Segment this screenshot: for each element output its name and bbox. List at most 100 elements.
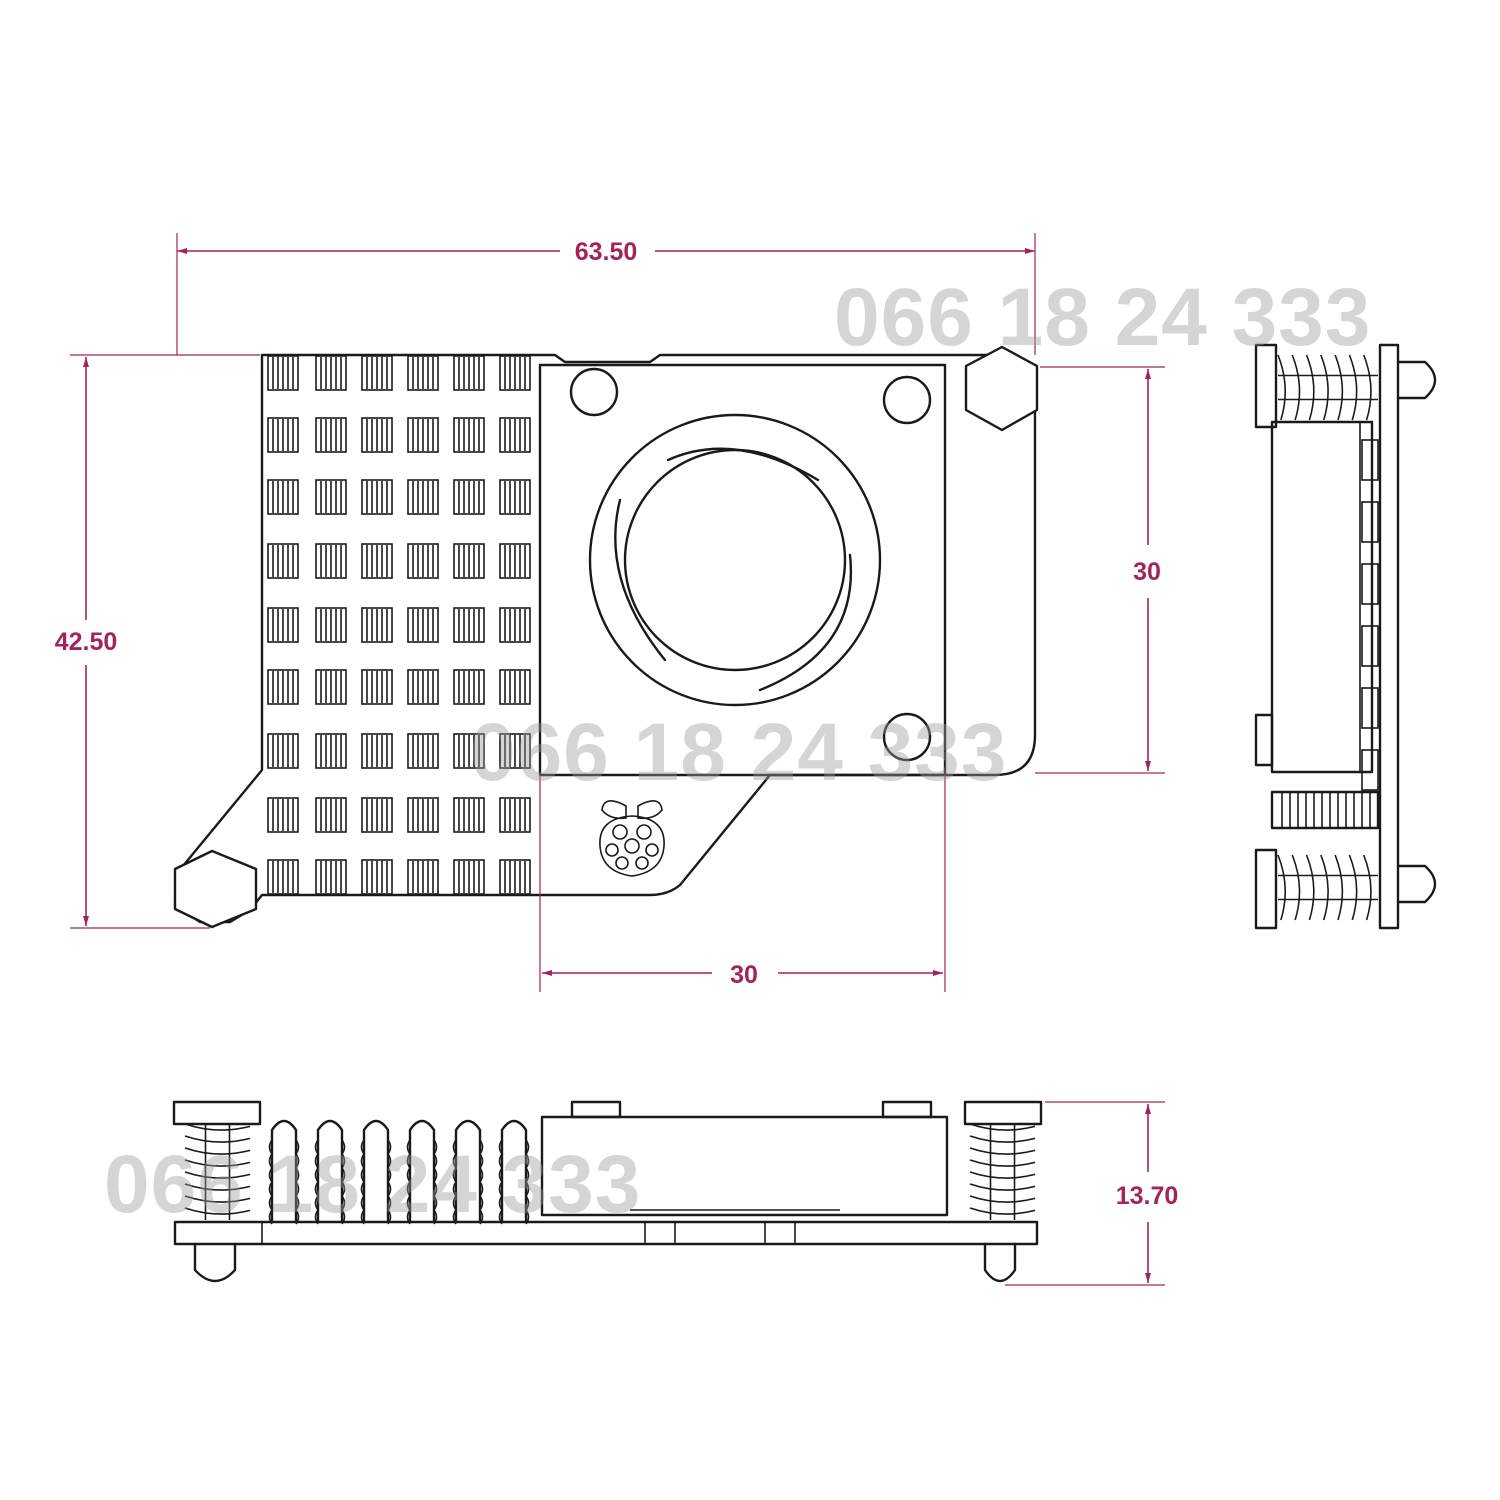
heatsink-pin	[407, 733, 439, 769]
heatsink-pin	[315, 669, 347, 705]
push-pin	[1396, 360, 1437, 400]
front-screw-head	[963, 1100, 1043, 1126]
front-heatsink-fins	[268, 1119, 530, 1225]
heatsink-pin	[315, 797, 347, 833]
phone-watermark: 066 18 24 333	[470, 707, 1007, 798]
side-spring	[1277, 854, 1378, 921]
fan-height-dimension-label: 30	[1133, 558, 1161, 586]
heatsink-pin	[361, 733, 393, 769]
heatsink-pin	[407, 797, 439, 833]
heatsink-pin	[361, 417, 393, 453]
spring-coil	[969, 1147, 1036, 1155]
spring-coil	[184, 1135, 251, 1143]
heatsink-pin-grid	[267, 355, 531, 895]
spring-coil	[1348, 354, 1358, 421]
heatsink-pin	[407, 479, 439, 515]
heatsink-pin	[407, 607, 439, 643]
push-pin	[983, 1242, 1017, 1283]
heatsink-pin	[315, 417, 347, 453]
height-dimension-label: 42.50	[55, 628, 118, 656]
fan-cap	[881, 1100, 933, 1119]
spring-coil	[969, 1195, 1036, 1203]
heatsink-pin	[361, 859, 393, 895]
phone-watermark: 066 18 24 333	[104, 1139, 641, 1230]
heatsink-pin	[267, 797, 299, 833]
heatsink-pin	[453, 479, 485, 515]
fan-screw-hole	[882, 712, 932, 762]
spring-coil	[1277, 354, 1287, 421]
heatsink-pin	[315, 355, 347, 391]
spring-coil	[184, 1207, 251, 1215]
raspberry-logo-icon	[599, 800, 665, 877]
push-pin	[193, 1242, 237, 1283]
hex-nut	[964, 345, 1039, 432]
spring-coil	[1362, 854, 1372, 921]
front-base-plate	[173, 1220, 1039, 1246]
heatsink-pin	[315, 607, 347, 643]
spring-coil	[1291, 354, 1301, 421]
heatsink-pin	[453, 797, 485, 833]
side-fin	[1361, 501, 1379, 543]
phone-watermark: 066 18 24 333	[834, 272, 1371, 363]
side-fin-block	[1270, 790, 1380, 830]
front-fin	[270, 1119, 298, 1224]
heatsink-pin	[453, 733, 485, 769]
side-screw-head	[1254, 848, 1278, 930]
heatsink-pin	[361, 607, 393, 643]
heatsink-pin	[361, 543, 393, 579]
heatsink-pin	[499, 355, 531, 391]
heatsink-pin	[267, 355, 299, 391]
side-screw-head	[1254, 343, 1278, 429]
dimension-lines: 63.50 42.50 30 30 13.70	[55, 233, 1178, 1286]
front-fin	[454, 1119, 482, 1224]
front-fin	[500, 1119, 528, 1224]
front-fin	[316, 1119, 344, 1224]
spring-coil	[184, 1147, 251, 1155]
spring-coil	[1320, 354, 1329, 421]
width-dimension-label: 63.50	[575, 238, 638, 266]
heatsink-pin	[361, 669, 393, 705]
heatsink-pin	[453, 607, 485, 643]
spring-coil	[969, 1171, 1036, 1179]
heatsink-pin	[453, 859, 485, 895]
heatsink-pin	[453, 355, 485, 391]
heatsink-pin	[499, 417, 531, 453]
heatsink-pin	[267, 543, 299, 579]
spring-coil	[184, 1195, 251, 1203]
side-fin	[1361, 749, 1379, 791]
hex-nut	[173, 849, 258, 929]
spring-coil	[184, 1183, 251, 1191]
fan-screw-hole	[882, 375, 932, 425]
side-fin	[1361, 625, 1379, 667]
spring-coil	[1305, 354, 1315, 421]
front-spring	[969, 1123, 1036, 1220]
spring-coil	[1334, 354, 1344, 421]
fan-frame	[538, 363, 947, 777]
watermarks: 066 18 24 333 066 18 24 333 066 18 24 33…	[104, 272, 1371, 1230]
spring-coil	[969, 1159, 1036, 1167]
heatsink-pin	[453, 669, 485, 705]
side-spring	[1277, 354, 1378, 421]
heatsink-pin	[499, 543, 531, 579]
side-heatsink-fins	[1270, 439, 1380, 830]
heatsink-pin	[267, 859, 299, 895]
heatsink-pin	[407, 859, 439, 895]
spring-coil	[969, 1135, 1036, 1143]
heatsink-pin	[315, 733, 347, 769]
fan-icon	[588, 413, 882, 707]
spring-coil	[969, 1207, 1036, 1215]
spring-coil	[1305, 854, 1315, 921]
heatsink-pin	[267, 479, 299, 515]
heatsink-pin	[407, 417, 439, 453]
spring-coil	[184, 1123, 251, 1131]
heatsink-pin	[361, 797, 393, 833]
heatsink-pin	[499, 479, 531, 515]
heatsink-pin	[407, 669, 439, 705]
top-view	[173, 345, 1039, 929]
fan-cap	[570, 1100, 622, 1119]
side-fan-body	[1270, 420, 1374, 774]
spring-coil	[184, 1171, 251, 1179]
heatsink-pin	[315, 543, 347, 579]
push-pin	[1396, 864, 1437, 904]
spring-coil	[1277, 854, 1287, 921]
